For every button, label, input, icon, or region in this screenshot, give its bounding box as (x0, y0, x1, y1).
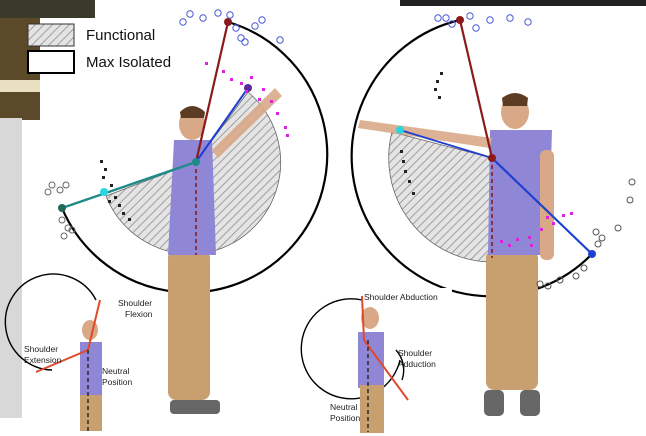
neutral-position-label-line2: Position (102, 377, 133, 387)
shoulder-abduction-label: Shoulder Abduction (364, 292, 438, 302)
max-isolated-points-right (435, 13, 531, 31)
inset-abduction-adduction: Shoulder Abduction Shoulder Adduction Ne… (301, 288, 452, 434)
shoulder-flexion-label-line2: Flexion (125, 309, 153, 319)
max-flexion-marker (224, 18, 232, 26)
neutral-position-right-label-line1: Neutral (330, 402, 358, 412)
neutral-position-right-label-line2: Position (330, 413, 361, 423)
shoulder-adduction-label-line2: Adduction (398, 359, 436, 369)
legend: Functional Max Isolated (28, 24, 171, 73)
shoulder-joint-marker (192, 158, 200, 166)
shoulder-flexion-label-line1: Shoulder (118, 298, 152, 308)
extension-elbow-marker (100, 188, 108, 196)
functional-legend-swatch (28, 24, 74, 46)
shoulder-extension-label-line2: Extension (24, 355, 62, 365)
max-adduction-marker (588, 250, 596, 258)
extension-hand-marker (58, 204, 66, 212)
shoulder-extension-label-line1: Shoulder (24, 344, 58, 354)
max-isolated-legend-label: Max Isolated (86, 54, 171, 71)
max-isolated-legend-swatch (28, 51, 74, 73)
functional-region-abduction (389, 132, 492, 262)
abduction-hand-marker (396, 126, 404, 134)
shoulder-joint-marker-right (488, 154, 496, 162)
shoulder-adduction-label-line1: Shoulder (398, 348, 432, 358)
inset-flexion-extension: Shoulder Flexion Shoulder Extension Neut… (5, 274, 160, 432)
functional-legend-label: Functional (86, 27, 155, 44)
neutral-position-label-line1: Neutral (102, 366, 130, 376)
max-abduction-marker (456, 16, 464, 24)
